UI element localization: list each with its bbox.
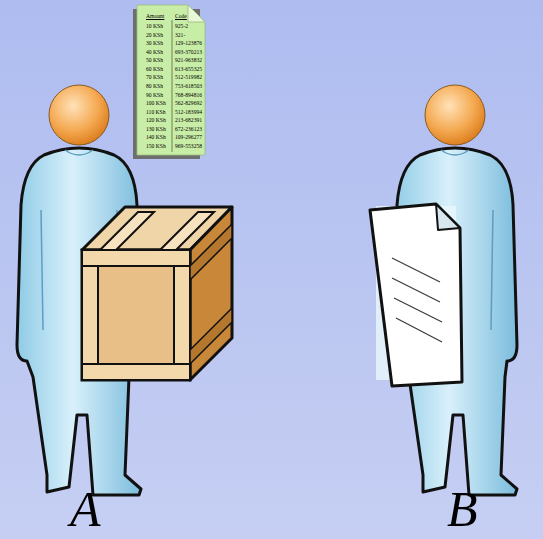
table-cell: 129-123876 — [175, 41, 202, 47]
table-cell: 693-370213 — [175, 50, 202, 56]
table-cell: 30 KSh — [146, 41, 163, 47]
table-cell: 768-894816 — [175, 93, 202, 99]
table-cell: 109-296277 — [175, 135, 202, 141]
table-cell: 562-829692 — [175, 101, 202, 107]
table-header: Amount — [146, 14, 164, 20]
table-cell: 672-236123 — [175, 127, 202, 133]
table-cell: 80 KSh — [146, 84, 163, 90]
table-cell: 512-519982 — [175, 75, 202, 81]
table-cell: 120 KSh — [146, 118, 166, 124]
table-cell: 110 KSh — [146, 110, 166, 116]
table-cell: 40 KSh — [146, 50, 163, 56]
table-cell: 321- — [175, 33, 185, 39]
table-cell: 140 KSh — [146, 135, 166, 141]
document — [370, 204, 462, 386]
table-cell: 10 KSh — [146, 24, 163, 30]
table-cell: 100 KSh — [146, 101, 166, 107]
person-label: B — [447, 484, 478, 534]
table-cell: 753-618503 — [175, 84, 202, 90]
table-cell: 613-655325 — [175, 67, 202, 73]
crate — [82, 207, 232, 380]
table-cell: 150 KSh — [146, 144, 166, 150]
table-header: Code — [175, 14, 187, 20]
table-cell: 20 KSh — [146, 33, 163, 39]
table-cell: 70 KSh — [146, 75, 163, 81]
table-cell: 925-2 — [175, 24, 188, 30]
table-cell: 921-963832 — [175, 58, 202, 64]
table-cell: 512-183994 — [175, 110, 202, 116]
table-cell: 90 KSh — [146, 93, 163, 99]
table-cell: 130 KSh — [146, 127, 166, 133]
code-sheet — [133, 5, 205, 159]
table-cell: 213-682391 — [175, 118, 202, 124]
table-cell: 969-553258 — [175, 144, 202, 150]
person-label: A — [70, 484, 101, 534]
table-cell: 50 KSh — [146, 58, 163, 64]
table-cell: 60 KSh — [146, 67, 163, 73]
